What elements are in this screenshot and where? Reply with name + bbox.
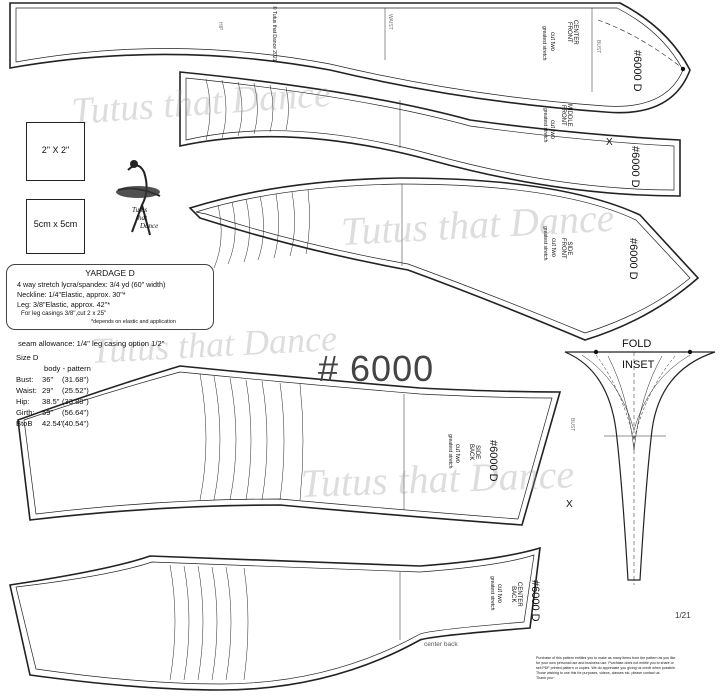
yardage-fabric: 4 way stretch lycra/spandex: 3/4 yd (60"… xyxy=(17,280,166,289)
center-back-mark: center back xyxy=(424,641,458,648)
center-back-code: #6000 D xyxy=(529,580,541,622)
piece-center-front-outline xyxy=(9,2,691,114)
scale-box-inches: 2" X 2" xyxy=(26,122,85,181)
x-mark-2: X xyxy=(566,499,573,510)
center-back-label: CENTER BACK xyxy=(509,582,522,607)
yardage-leg-casings: For leg casings 3/8",cut 2 x 25" xyxy=(21,310,107,317)
purchase-note-line: Thank you~ xyxy=(536,676,555,680)
size-header: body - pattern xyxy=(44,364,91,373)
side-back-code: #6000 D xyxy=(487,440,499,482)
scale-box-cm: 5cm x 5cm xyxy=(26,199,85,254)
center-back-stretch: greatest stretch xyxy=(489,576,495,611)
hip-mark: HIP xyxy=(217,22,223,31)
side-front-label: SIDE FRONT xyxy=(559,238,572,259)
piece-side-front-outline xyxy=(188,177,700,341)
watermark-4: Tutus that Dance xyxy=(300,451,575,506)
logo-line-2: that xyxy=(136,214,147,222)
size-row-hip: Hip:38.5"(33.88") xyxy=(16,397,89,406)
logo-dancer-silhouette xyxy=(116,160,161,236)
size-table: Size D body - pattern Bust:36"(31.68") W… xyxy=(16,352,91,429)
size-row-girth: Girth:59"(56.64") xyxy=(16,408,89,417)
center-front-stretch: greatest stretch xyxy=(541,26,547,61)
copyright-strip: © Tutus that Dance 2021 xyxy=(271,6,277,62)
x-mark-1: X xyxy=(606,137,613,148)
center-front-code: #6000 D xyxy=(631,50,643,92)
yardage-neckline: Neckline: 1/4"Elastic, approx. 30"* xyxy=(17,290,126,299)
bust-mark-b: BUST xyxy=(569,418,575,432)
center-front-cut: cut two xyxy=(549,32,555,52)
bust-mark: BUST xyxy=(595,40,601,54)
size-row-waist: Waist:29"(25.52") xyxy=(16,386,89,395)
middle-front-code: #6000 D xyxy=(629,146,641,188)
piece-inset-outline xyxy=(564,349,716,585)
purchase-note-line: sell PDF printed pattern or copies. We d… xyxy=(536,666,676,670)
scale-box-inches-label: 2" X 2" xyxy=(41,145,70,155)
side-back-label: SIDE BACK xyxy=(467,444,480,461)
side-back-stretch: greatest stretch xyxy=(447,434,453,469)
side-back-cut: cut two xyxy=(454,444,460,464)
side-front-cut: cut two xyxy=(550,238,556,258)
logo-line-1: Tutus xyxy=(132,206,148,214)
side-front-stretch: greatest stretch xyxy=(542,226,548,261)
middle-front-cut: cut two xyxy=(549,120,555,140)
size-row-bust: Bust:36"(31.68") xyxy=(16,375,89,384)
logo-line-3: Dance xyxy=(140,222,159,230)
piece-side-back-outline xyxy=(17,365,562,526)
yardage-title: YARDAGE D xyxy=(85,268,135,278)
middle-front-stretch: greatest stretch xyxy=(542,108,548,143)
size-label: Size D xyxy=(16,353,39,362)
waist-mark: WAIST xyxy=(387,14,393,30)
purchase-note-line: Those wishing to use this for purposes, … xyxy=(536,671,661,675)
pattern-number: # 6000 xyxy=(318,348,435,389)
purchase-note-line: Purchase of this pattern entitles you to… xyxy=(536,656,676,660)
yardage-leg: Leg: 3/8"Elastic, approx. 42"* xyxy=(17,300,111,309)
side-front-code: #6000 D xyxy=(627,238,639,280)
center-front-label: CENTER FRONT xyxy=(565,20,578,45)
piece-middle-front-outline xyxy=(179,71,681,197)
yardage-footnote: *depends on elastic and application xyxy=(91,319,176,325)
purchase-note-line: for your own personal use and business u… xyxy=(536,661,674,665)
center-back-cut: cut two xyxy=(496,584,502,604)
page-number: 1/21 xyxy=(675,611,691,620)
middle-front-label: MIDDLE FRONT xyxy=(559,104,572,127)
inset-fold-label: FOLD xyxy=(622,338,652,350)
seam-allowance: seam allowance: 1/4" leg casing option 1… xyxy=(18,339,165,348)
piece-center-back-outline xyxy=(9,546,541,691)
scale-box-cm-label: 5cm x 5cm xyxy=(33,219,78,229)
yardage-box: YARDAGE D 4 way stretch lycra/spandex: 3… xyxy=(6,264,214,330)
inset-label: INSET xyxy=(622,359,655,371)
purchase-note: Purchase of this pattern entitles you to… xyxy=(536,656,718,681)
